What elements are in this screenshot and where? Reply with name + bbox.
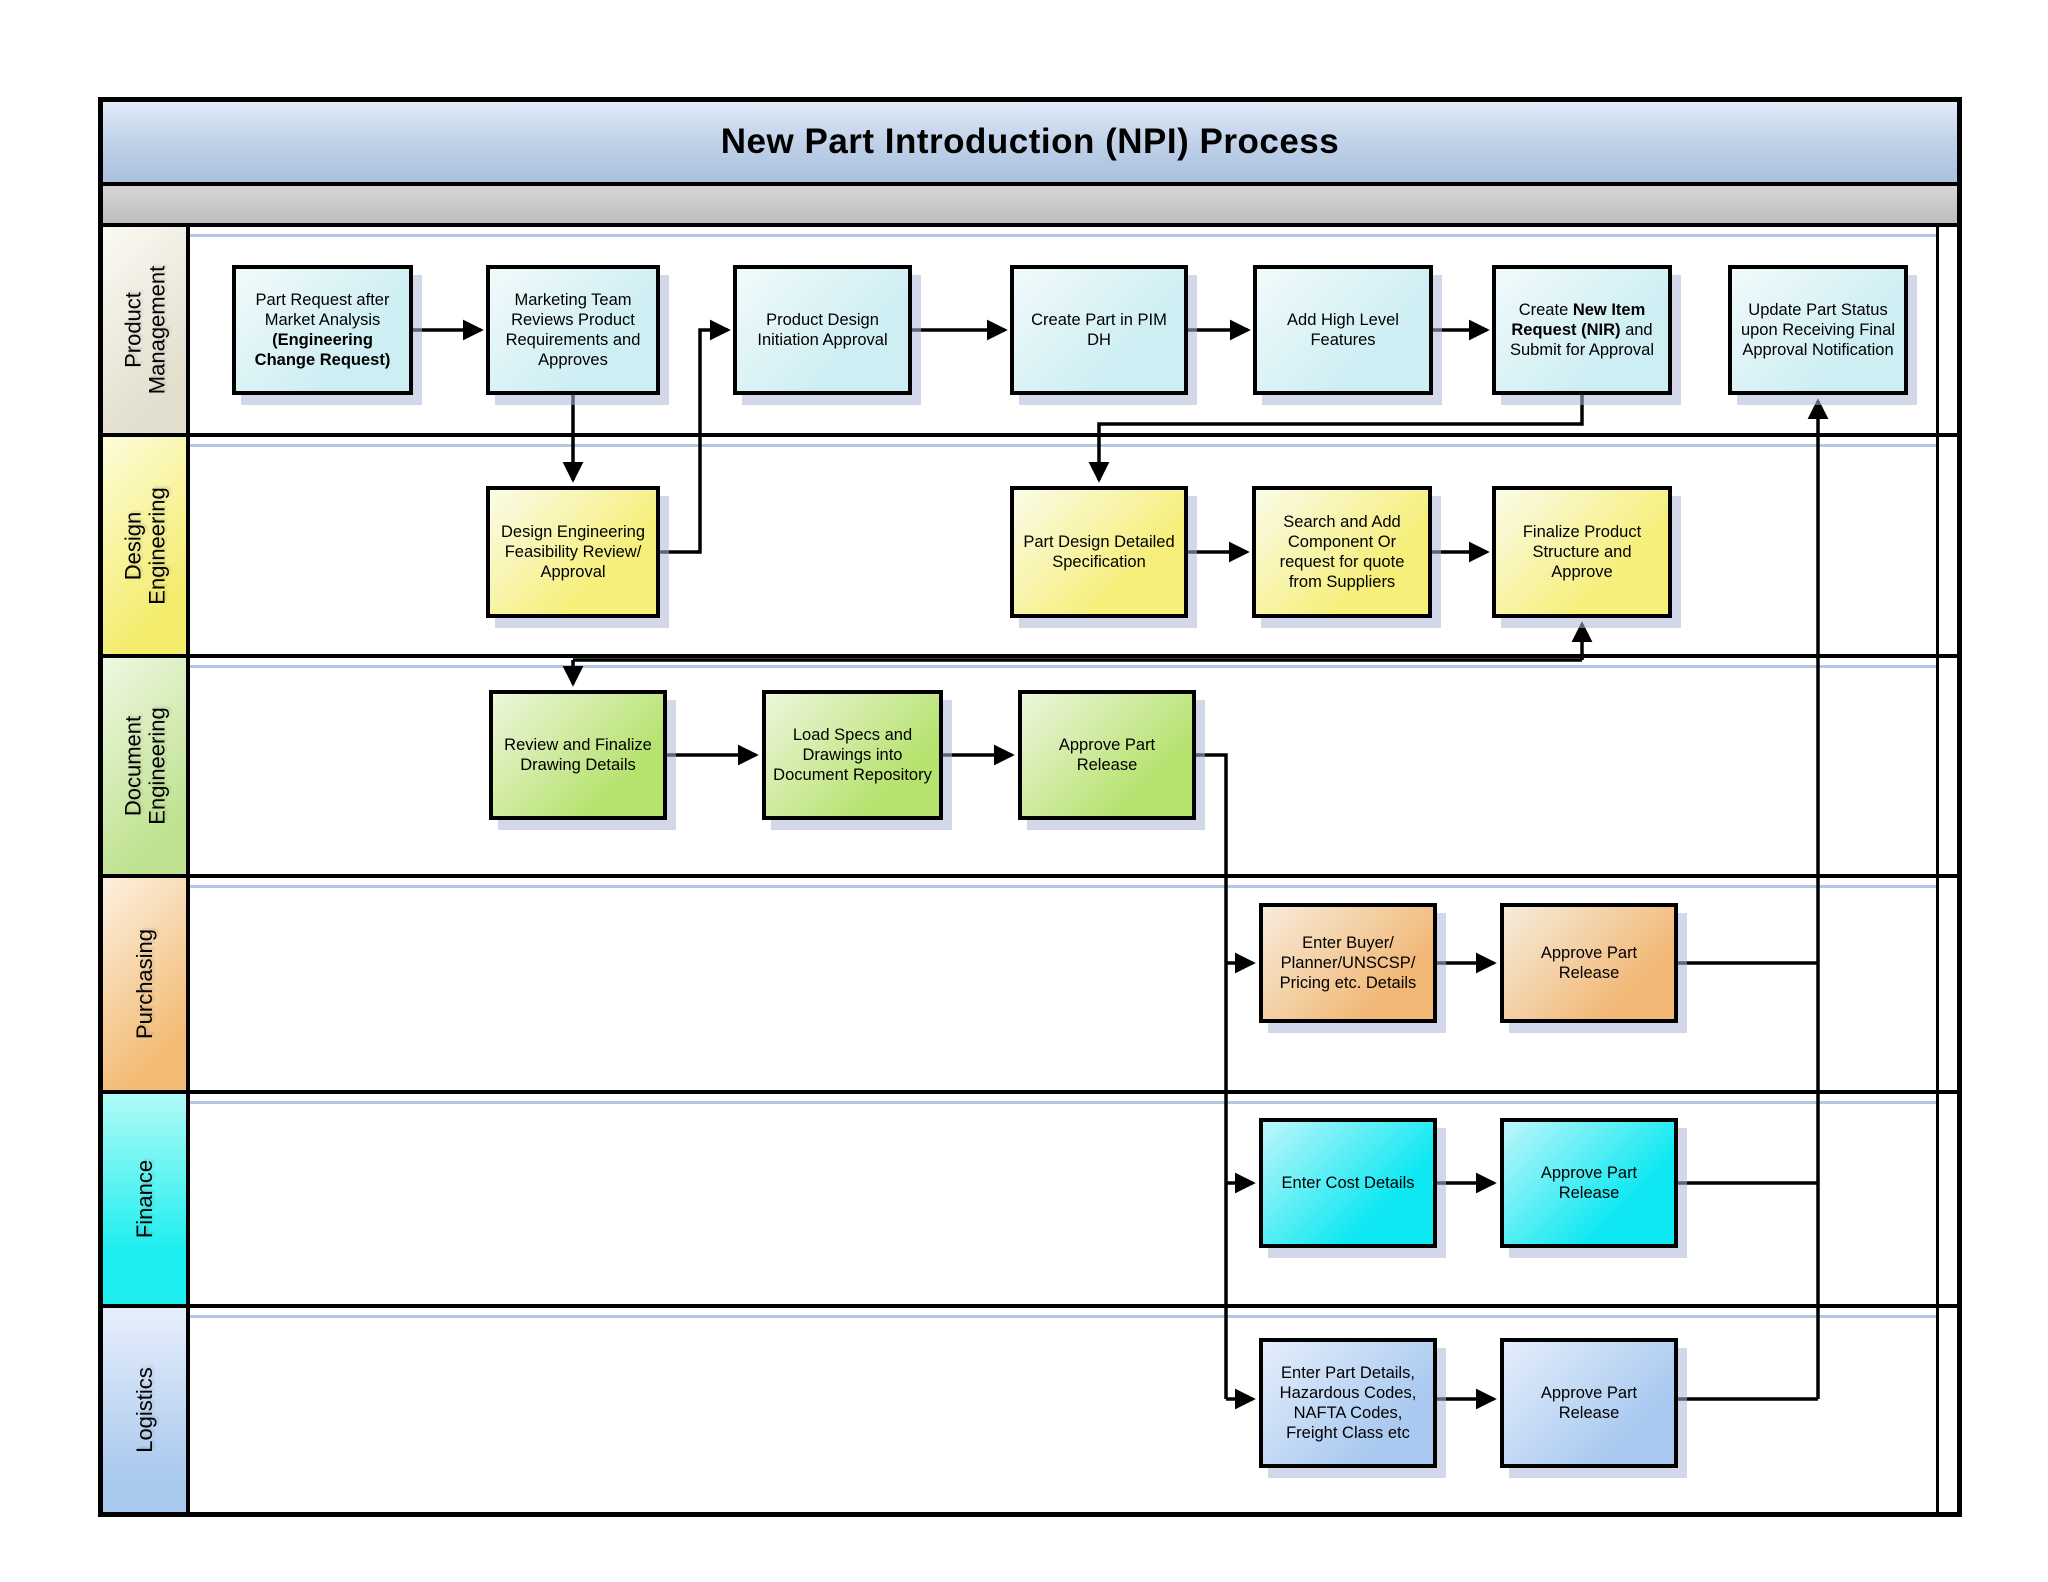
- node-approve-part-release-finance: Approve Part Release: [1500, 1118, 1678, 1248]
- lane-separator: [103, 1090, 1957, 1094]
- node-finalize-product-structure: Finalize Product Structure and Approve: [1492, 486, 1672, 618]
- lane-highlight: [190, 885, 1936, 888]
- content-right-border: [1936, 227, 1939, 1517]
- node-create-part-pim: Create Part in PIM DH: [1010, 265, 1188, 395]
- node-product-design-initiation: Product Design Initiation Approval: [733, 265, 912, 395]
- header-strip: [103, 186, 1957, 227]
- node-part-request: Part Request after Market Analysis (Engi…: [232, 265, 413, 395]
- lane-highlight: [190, 444, 1936, 447]
- diagram-title-bar: New Part Introduction (NPI) Process: [103, 102, 1957, 186]
- node-approve-part-release-doc: Approve Part Release: [1018, 690, 1196, 820]
- node-create-nir: Create New Item Request (NIR) and Submit…: [1492, 265, 1672, 395]
- lane-separator: [103, 654, 1957, 658]
- node-part-design-spec: Part Design Detailed Specification: [1010, 486, 1188, 618]
- node-enter-buyer-details: Enter Buyer/ Planner/UNSCSP/ Pricing etc…: [1259, 903, 1437, 1023]
- lane-highlight: [190, 1315, 1936, 1318]
- page-title: New Part Introduction (NPI) Process: [720, 122, 1340, 161]
- lane-label-column-border: [186, 227, 190, 1517]
- node-approve-part-release-logistics: Approve Part Release: [1500, 1338, 1678, 1468]
- lane-label-purchasing: Purchasing: [103, 878, 186, 1090]
- node-search-add-component: Search and Add Component Or request for …: [1252, 486, 1432, 618]
- lane-separator: [103, 433, 1957, 437]
- lane-highlight: [190, 1101, 1936, 1104]
- node-review-finalize-drawing: Review and Finalize Drawing Details: [489, 690, 667, 820]
- lane-highlight: [190, 665, 1936, 668]
- lane-label-design-engineering: Design Engineering: [103, 437, 186, 654]
- lane-label-document-engineering: Document Engineering: [103, 658, 186, 874]
- node-design-feasibility: Design Engineering Feasibility Review/ A…: [486, 486, 660, 618]
- lane-label-finance: Finance: [103, 1094, 186, 1304]
- lane-label-logistics: Logistics: [103, 1308, 186, 1512]
- lane-separator: [103, 1304, 1957, 1308]
- node-enter-cost-details: Enter Cost Details: [1259, 1118, 1437, 1248]
- lane-separator: [103, 874, 1957, 878]
- node-add-high-level-features: Add High Level Features: [1253, 265, 1433, 395]
- lane-label-product-management: Product Management: [103, 227, 186, 433]
- node-load-specs: Load Specs and Drawings into Document Re…: [762, 690, 943, 820]
- lane-highlight: [190, 234, 1936, 237]
- node-update-part-status: Update Part Status upon Receiving Final …: [1728, 265, 1908, 395]
- node-approve-part-release-purchasing: Approve Part Release: [1500, 903, 1678, 1023]
- node-marketing-review: Marketing Team Reviews Product Requireme…: [486, 265, 660, 395]
- node-enter-part-details-logistics: Enter Part Details, Hazardous Codes, NAF…: [1259, 1338, 1437, 1468]
